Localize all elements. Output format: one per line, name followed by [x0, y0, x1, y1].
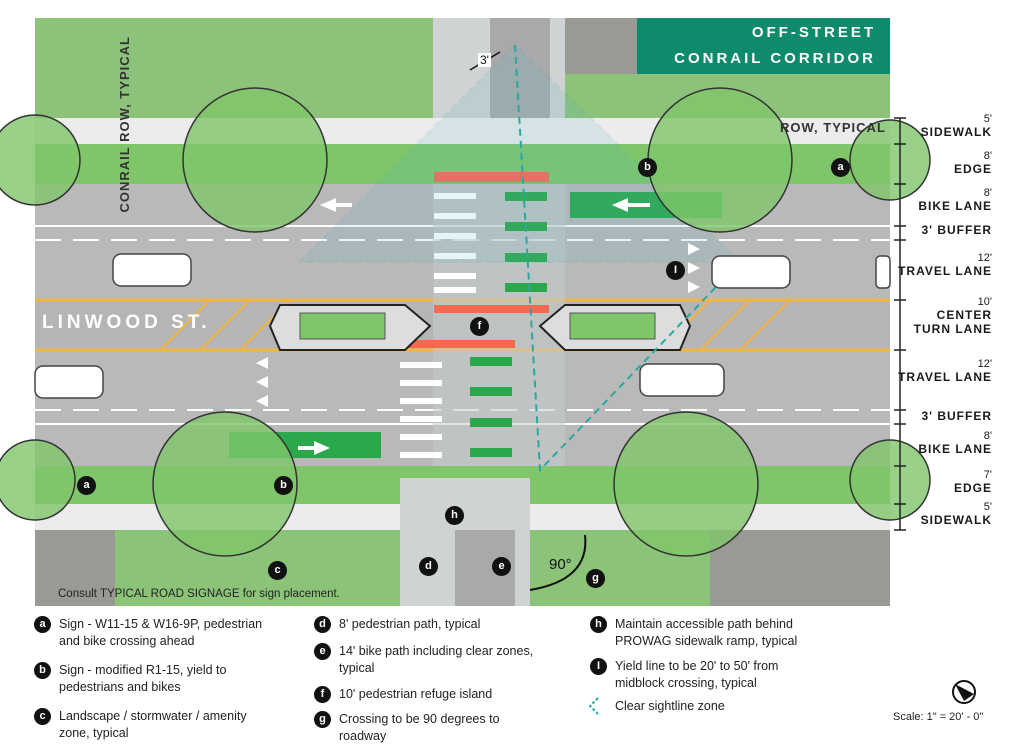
- dim-center-turn-lane: 10'CENTER TURN LANE: [913, 296, 992, 336]
- marker-b-bot: b: [274, 476, 293, 495]
- marker-h: h: [445, 506, 464, 525]
- dim-bike-lane-top: 8'BIKE LANE: [918, 187, 992, 213]
- marker-i: I: [666, 261, 685, 280]
- ramp-top: [434, 172, 549, 182]
- lane-arrows: [298, 198, 650, 455]
- vehicles: [34, 253, 891, 399]
- dimension-ticks: [894, 117, 906, 531]
- dim-bike-lane-bot: 8'BIKE LANE: [918, 430, 992, 456]
- dim-sidewalk-bot: 5'SIDEWALK: [920, 501, 992, 527]
- three-foot-label: 3': [478, 53, 491, 67]
- sightline-zone-2: [514, 44, 741, 473]
- angle-arc: [529, 534, 587, 591]
- dim-edge-top: 8'EDGE: [953, 150, 992, 176]
- angle-label: 90°: [549, 556, 572, 573]
- title-box: OFF-STREET CONRAIL CORRIDOR: [637, 18, 890, 74]
- dim-buffer-top: 3' BUFFER: [921, 223, 992, 237]
- street-name-label: LINWOOD ST.: [42, 312, 211, 333]
- crosswalk-bars-top: [434, 193, 476, 293]
- yield-lines: [256, 243, 700, 407]
- marker-a-bot: a: [77, 476, 96, 495]
- scale-label: Scale: 1" = 20' - 0": [893, 711, 984, 723]
- dim-travel-lane-bot: 12'TRAVEL LANE: [898, 358, 992, 384]
- marker-c: c: [268, 561, 287, 580]
- dim-edge-bot: 7'EDGE: [953, 469, 992, 495]
- north-arrow-needle: [955, 684, 974, 701]
- bike-path-top: [490, 18, 550, 118]
- ramp-island-bot: [400, 340, 515, 348]
- title-line-2: CONRAIL CORRIDOR: [674, 50, 876, 67]
- marker-d: d: [419, 557, 438, 576]
- marker-e: e: [492, 557, 511, 576]
- dim-travel-lane-top: 12'TRAVEL LANE: [898, 252, 992, 278]
- island-planting-right: [569, 312, 656, 340]
- row-typical-label: ROW, TYPICAL: [780, 120, 886, 135]
- legend-item-sightline: Clear sightline zone: [615, 699, 725, 713]
- marker-b-top: b: [638, 158, 657, 177]
- marker-a-top: a: [831, 158, 850, 177]
- marker-f: f: [470, 317, 489, 336]
- sightline-legend-icon: [588, 697, 599, 715]
- sightline-zone: [297, 43, 743, 263]
- tree-canopies: [0, 87, 931, 557]
- marker-g: g: [586, 569, 605, 588]
- ramp-island-top: [434, 305, 549, 313]
- dim-buffer-bot: 3' BUFFER: [921, 409, 992, 423]
- island-planting-left: [299, 312, 386, 340]
- dim-sidewalk-top: 5'SIDEWALK: [920, 113, 992, 139]
- conrail-row-label: CONRAIL ROW, TYPICAL: [117, 36, 132, 213]
- crosswalk-bars-bot: [400, 362, 442, 458]
- title-line-1: OFF-STREET: [751, 24, 876, 41]
- consult-note: Consult TYPICAL ROAD SIGNAGE for sign pl…: [58, 588, 340, 600]
